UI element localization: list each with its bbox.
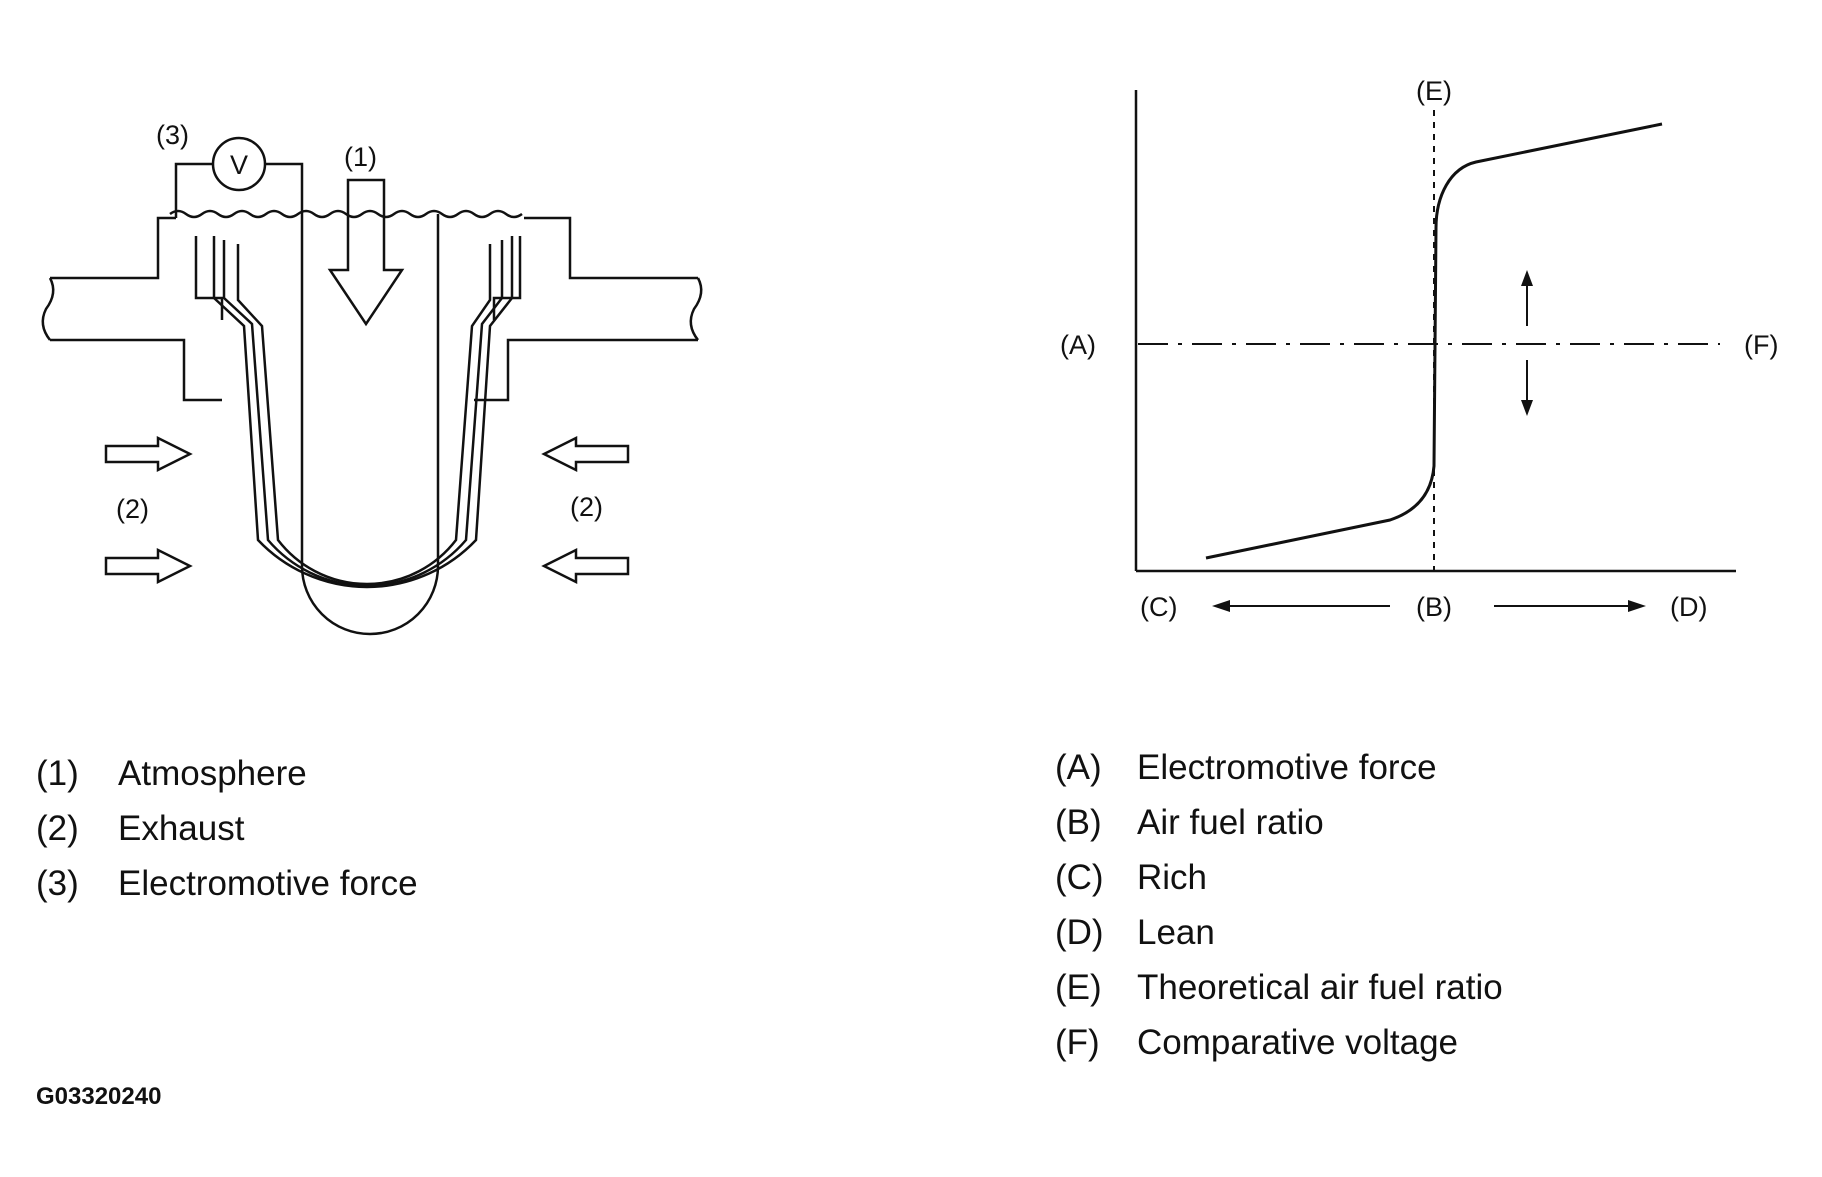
oxygen-sensor-diagram — [41, 136, 703, 636]
up-arrow-head — [1521, 270, 1533, 286]
legend-item: (D) Lean — [1055, 905, 1503, 960]
graph-label-b: (B) — [1416, 592, 1452, 622]
legend-text: Theoretical air fuel ratio — [1137, 968, 1503, 1007]
pipe-wall-left — [50, 216, 222, 402]
legend-item: (1) Atmosphere — [36, 746, 418, 801]
legend-text: Lean — [1137, 913, 1215, 952]
legend-key: (2) — [36, 809, 79, 848]
legend-key: (C) — [1055, 858, 1104, 897]
legend-left: (1) Atmosphere (2) Exhaust (3) Electromo… — [36, 746, 418, 911]
legend-item: (C) Rich — [1055, 850, 1503, 905]
legend-text: Exhaust — [118, 809, 245, 848]
rich-direction-arrow-head — [1212, 600, 1230, 612]
graph-label-a: (A) — [1060, 330, 1096, 360]
legend-text: Rich — [1137, 858, 1208, 897]
legend-text: Electromotive force — [1137, 748, 1437, 787]
graph-label-e: (E) — [1416, 76, 1452, 106]
voltmeter-label: V — [230, 150, 248, 180]
graph-label-c: (C) — [1140, 592, 1177, 622]
pipe-break-right — [689, 277, 703, 341]
exhaust-arrow-left-top — [104, 435, 193, 473]
label-exhaust-right-2: (2) — [570, 492, 603, 522]
graph-label-d: (D) — [1670, 592, 1707, 622]
element-inner — [236, 244, 492, 586]
legend-key: (A) — [1055, 748, 1102, 787]
legend-text: Atmosphere — [118, 754, 307, 793]
legend-item: (2) Exhaust — [36, 801, 418, 856]
lean-direction-arrow-head — [1628, 600, 1646, 612]
voltage-characteristic-graph — [1134, 90, 1736, 612]
output-curve — [1205, 122, 1663, 560]
legend-key: (B) — [1055, 803, 1102, 842]
legend-key: (1) — [36, 754, 79, 793]
figure-code: G03320240 — [36, 1083, 162, 1110]
voltmeter-lead-left — [174, 162, 212, 218]
legend-item: (A) Electromotive force — [1055, 740, 1503, 795]
label-exhaust-left-2: (2) — [116, 494, 149, 524]
legend-item: (F) Comparative voltage — [1055, 1015, 1503, 1070]
pipe-wall-right — [474, 216, 698, 402]
label-electromotive-force-3: (3) — [156, 120, 189, 150]
legend-key: (F) — [1055, 1023, 1100, 1062]
legend-key: (3) — [36, 864, 79, 903]
element-middle — [222, 240, 504, 587]
pipe-break-left — [41, 277, 55, 341]
exhaust-arrow-right-top — [541, 435, 630, 473]
legend-key: (E) — [1055, 968, 1102, 1007]
voltmeter-lead-right — [266, 162, 304, 214]
legend-key: (D) — [1055, 913, 1104, 952]
cut-edge — [169, 209, 523, 219]
legend-item: (3) Electromotive force — [36, 856, 418, 911]
graph-label-f: (F) — [1744, 330, 1778, 360]
exhaust-arrow-left-bottom — [104, 547, 193, 585]
legend-text: Comparative voltage — [1137, 1023, 1458, 1062]
exhaust-arrow-right-bottom — [541, 547, 630, 585]
legend-item: (B) Air fuel ratio — [1055, 795, 1503, 850]
legend-item: (E) Theoretical air fuel ratio — [1055, 960, 1503, 1015]
voltmeter-icon — [211, 136, 267, 192]
atmosphere-arrow — [327, 178, 405, 327]
legend-right: (A) Electromotive force (B) Air fuel rat… — [1055, 740, 1503, 1070]
air-chamber — [300, 214, 440, 636]
label-atmosphere-1: (1) — [344, 142, 377, 172]
down-arrow-head — [1521, 400, 1533, 416]
legend-text: Air fuel ratio — [1137, 803, 1324, 842]
legend-text: Electromotive force — [118, 864, 418, 903]
